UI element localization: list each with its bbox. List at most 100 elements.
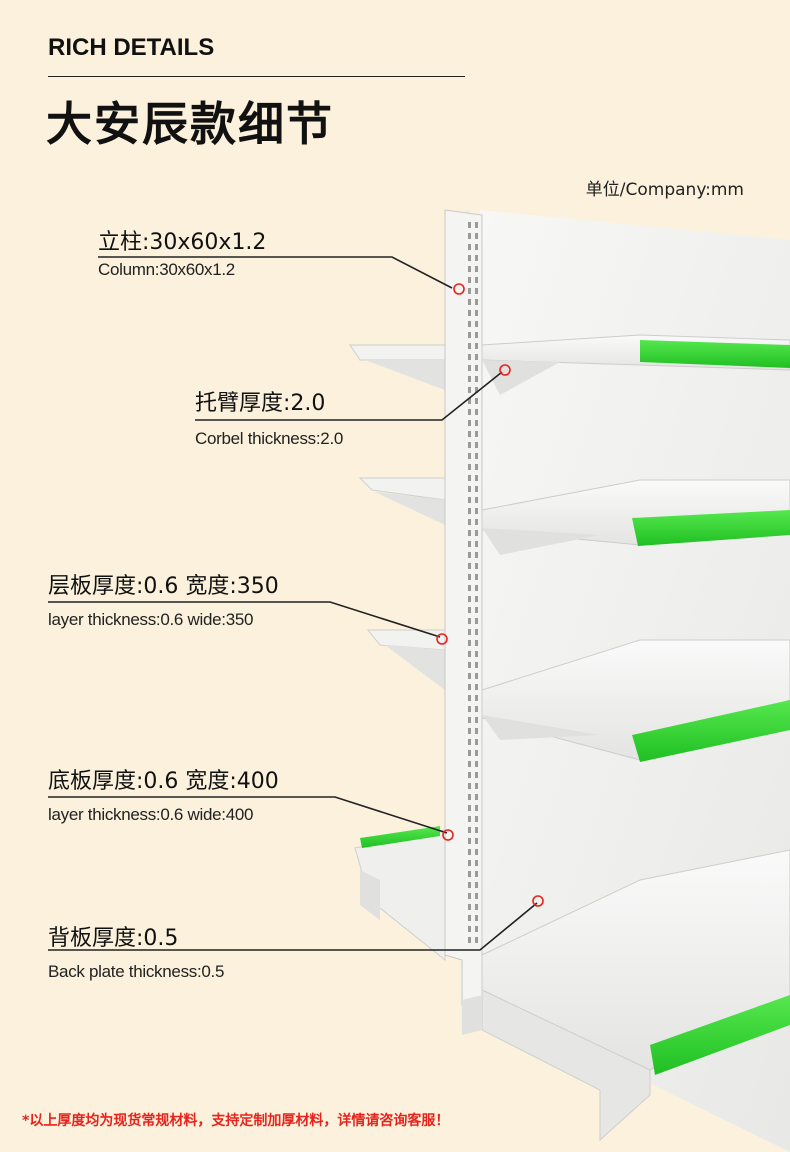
column-slot xyxy=(475,431,478,437)
column-slot xyxy=(475,618,478,624)
column-slot xyxy=(468,816,471,822)
column-slot xyxy=(468,497,471,503)
column-slot xyxy=(468,750,471,756)
column-slot xyxy=(468,508,471,514)
column-slot xyxy=(468,739,471,745)
column-slot xyxy=(475,453,478,459)
column-slot xyxy=(468,222,471,228)
marker-corbel xyxy=(499,364,511,376)
column-slot xyxy=(468,398,471,404)
column-slot xyxy=(468,728,471,734)
column-slot xyxy=(475,838,478,844)
callout-base: 底板厚度:0.6 宽度:400 layer thickness:0.6 wide… xyxy=(48,763,279,825)
column-slot xyxy=(475,596,478,602)
callout-base-en: layer thickness:0.6 wide:400 xyxy=(48,805,254,824)
column-slot xyxy=(468,431,471,437)
leader-line-layer xyxy=(48,601,441,638)
column-slot xyxy=(468,607,471,613)
column-slot xyxy=(475,376,478,382)
column-slot xyxy=(468,530,471,536)
column-slot xyxy=(468,926,471,932)
column-slot xyxy=(468,365,471,371)
column-slot xyxy=(475,266,478,272)
column-slot xyxy=(475,629,478,635)
column-slot xyxy=(468,860,471,866)
column-slot xyxy=(468,651,471,657)
column-slot xyxy=(468,882,471,888)
column-slot xyxy=(475,332,478,338)
column-slot xyxy=(475,695,478,701)
column-slot xyxy=(468,442,471,448)
marker-base xyxy=(442,829,454,841)
column-slot xyxy=(475,310,478,316)
column-slot xyxy=(468,321,471,327)
column-slot xyxy=(468,684,471,690)
column-slot xyxy=(475,827,478,833)
column-slot xyxy=(475,860,478,866)
column-slot xyxy=(475,728,478,734)
column-slot xyxy=(475,255,478,261)
column-slot xyxy=(468,640,471,646)
column-slot xyxy=(475,288,478,294)
section-title-cn: 大安辰款细节 xyxy=(46,97,334,151)
callout-back-en: Back plate thickness:0.5 xyxy=(48,962,225,981)
column-slot xyxy=(468,618,471,624)
column-slot xyxy=(475,475,478,481)
column-slot xyxy=(468,255,471,261)
column-slot xyxy=(475,321,478,327)
callout-corbel-en: Corbel thickness:2.0 xyxy=(195,429,344,448)
column-slot xyxy=(468,409,471,415)
title-divider xyxy=(48,76,465,77)
column-slot xyxy=(475,233,478,239)
column-slot xyxy=(468,233,471,239)
column-slot xyxy=(475,794,478,800)
column-slot xyxy=(468,288,471,294)
column-slot xyxy=(475,574,478,580)
column-slot xyxy=(475,530,478,536)
callout-corbel-cn: 托臂厚度:2.0 xyxy=(195,391,326,416)
column-slot xyxy=(475,244,478,250)
callout-column-cn: 立柱:30x60x1.2 xyxy=(98,230,267,255)
column-slot xyxy=(468,871,471,877)
column-slot xyxy=(475,277,478,283)
leader-line-base xyxy=(48,796,448,834)
column-slot xyxy=(475,651,478,657)
column-slot xyxy=(468,574,471,580)
marker-layer xyxy=(436,633,448,645)
column-slot xyxy=(475,585,478,591)
column-slot xyxy=(475,222,478,228)
callout-column-en: Column:30x60x1.2 xyxy=(98,260,235,279)
column-slot xyxy=(468,475,471,481)
column-slot xyxy=(475,343,478,349)
column-slot xyxy=(475,662,478,668)
footnote: *以上厚度均为现货常规材料，支持定制加厚材料，详情请咨询客服！ xyxy=(22,1113,450,1129)
column-slot xyxy=(468,695,471,701)
column-slot xyxy=(468,464,471,470)
column-slot xyxy=(468,673,471,679)
column-slot xyxy=(468,453,471,459)
column-slot xyxy=(475,772,478,778)
column-slot xyxy=(475,805,478,811)
column-slot xyxy=(468,563,471,569)
column-slot xyxy=(475,409,478,415)
column-slot xyxy=(468,486,471,492)
column-slot xyxy=(468,585,471,591)
column-slot xyxy=(468,794,471,800)
column-slot xyxy=(468,662,471,668)
column-slot xyxy=(475,497,478,503)
column-slot xyxy=(475,563,478,569)
column-slot xyxy=(475,552,478,558)
column-slot xyxy=(468,343,471,349)
column-slot xyxy=(475,420,478,426)
column-slot xyxy=(468,893,471,899)
column-slot xyxy=(475,882,478,888)
column-slot xyxy=(468,772,471,778)
column-slot xyxy=(468,277,471,283)
column-slot xyxy=(468,783,471,789)
column-slot xyxy=(475,717,478,723)
column-slot xyxy=(468,838,471,844)
callout-back-cn: 背板厚度:0.5 xyxy=(48,926,179,951)
column-slot xyxy=(475,486,478,492)
column-slot xyxy=(475,398,478,404)
